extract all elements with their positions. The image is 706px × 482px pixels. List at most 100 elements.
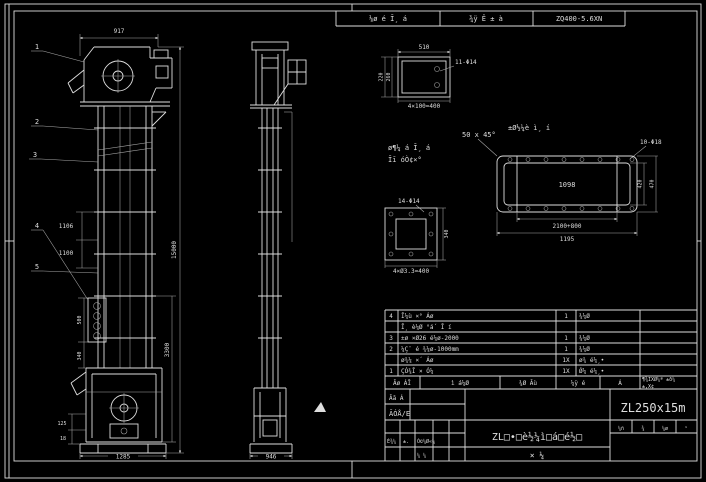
row4-name: ¼Ç¨ é ¾¼ø-1000mm: [401, 346, 459, 353]
parts-row-2: Ī¸ è¼Ø °á´ Ī í: [401, 324, 452, 331]
detail-channel: 11-Φ14 510 260 220 4×100=400 ø¶¼ á Ī¸ á …: [379, 44, 478, 164]
title-note-top-1: ¶¾ĪXØ¼ª ±ð¼: [642, 376, 675, 383]
title-rev-1: È¾¼: [387, 437, 396, 445]
drawing-frame: [4, 3, 702, 479]
title-rev-2: ±.: [403, 439, 409, 445]
row3-qty: 1: [564, 335, 568, 342]
dim-boot-small-a: 125: [57, 421, 66, 427]
row2-name: Ī¸ è¼Ø °á´ Ī í: [401, 324, 452, 331]
row6-name: ÇÓ¾Ī × Ó¼: [401, 368, 434, 375]
front-view-casing: [87, 106, 167, 368]
balloon-2: 2: [35, 118, 39, 126]
plate-dim-width-outer: 470: [650, 179, 656, 188]
title-rev-3: Ó©¼Ø«¼: [417, 438, 435, 445]
plate-chamfer-note: 50 x 45°: [462, 131, 496, 139]
row3-material: ¾¼Ø: [579, 335, 590, 342]
channel-note-line2: Īī óÒ¢×°: [388, 155, 422, 164]
channel-hole-note: 11-Φ14: [455, 59, 477, 66]
row4-material: ¾¼Ø: [579, 346, 590, 353]
title-rev-4: ¼ ¼: [417, 453, 426, 459]
row6-material: Ǿ¼ é¼¸•: [579, 368, 604, 375]
row4-qty: 1: [564, 346, 568, 353]
side-view-dimensions: 946: [249, 453, 293, 461]
row3-no: 3: [389, 335, 393, 342]
title-sig-2: ÃÓÅ/E: [389, 409, 410, 418]
top-title-bar: ⅛ø é Ī¸ á ¾ÿ Ê ± à ZQ400-5.6ΧΝ: [335, 11, 626, 27]
section-mark: [314, 402, 326, 412]
title-note-top-2: ±,X¢: [642, 384, 654, 390]
header-c5: Á: [618, 380, 622, 387]
dim-boot-small-b: 18: [60, 436, 66, 442]
dim-head-width: 917: [114, 28, 125, 35]
dim-left-upper: 1106: [59, 223, 74, 230]
front-view-dimensions: 917 15000 3300 1106 1100 500 340: [57, 28, 184, 461]
dim-side-base-width: 946: [266, 454, 277, 461]
dim-left-lower: 1100: [59, 250, 74, 257]
parts-row-4: 2 ¼Ç¨ é ¾¼ø-1000mm 1 ¾¼Ø: [389, 346, 590, 353]
parts-row-1: 4 Ī¼ù ×° Áø 1 ¾¼Ø: [389, 313, 590, 320]
parts-row-5: ø¾¼ ×´ Áø 1X ø¾ é¼¸•: [401, 357, 604, 364]
plate-dim-span: 2100+800: [553, 223, 582, 230]
drawing-type-label: × ¼: [530, 451, 545, 460]
row1-no: 4: [389, 313, 393, 320]
row5-name: ø¾¼ ×´ Áø: [401, 357, 434, 364]
side-view-head: [250, 41, 307, 109]
channel-dim-left-inner: 260: [386, 72, 392, 81]
title-block: Āā Á ÃÓÅ/E ZL250x15m È¾¼ ±. Ó©¼Ø«¼ ¼ ¼ Z…: [385, 389, 697, 461]
balloon-3: 3: [33, 151, 37, 159]
row1-name: Ī¼ù ×° Áø: [401, 313, 434, 320]
channel-dim-bottom: 4×100=400: [408, 103, 441, 110]
row5-material: ø¾ é¼¸•: [579, 357, 604, 364]
title-mini-3: ¼ø: [662, 426, 668, 432]
dim-lower-section: 340: [77, 351, 83, 360]
side-view: 946: [249, 41, 307, 461]
detail-flange: 14-Φ14 340 4×Ø3.3=400: [384, 198, 450, 275]
title-sig-1: Āā Á: [389, 395, 404, 402]
channel-dim-width: 510: [419, 44, 430, 51]
dim-bucket-section: 500: [77, 315, 83, 324]
balloon-4: 4: [35, 222, 39, 230]
title-mini-1: ¼ñ: [618, 426, 624, 432]
drawing-name: ZL□•□è½¼ì□á□é½□: [492, 431, 582, 443]
drawing-number: ZL250x15m: [620, 401, 685, 415]
header-c2: ì á¼Ø: [451, 380, 469, 387]
plate-label: ±Ø½¼è ì¸ í: [508, 124, 550, 132]
flange-dim-height: 340: [444, 229, 450, 238]
front-view-head: [67, 46, 173, 107]
row4-no: 2: [389, 346, 393, 353]
side-view-boot: [249, 387, 293, 454]
header-c4: ¼ÿ é: [571, 380, 586, 387]
front-view-boot: [70, 367, 167, 454]
plate-dim-inner: 1098: [559, 181, 576, 189]
row5-qty: 1X: [562, 357, 570, 364]
front-view-balloons: 1 2 3 4 5: [29, 43, 99, 301]
channel-dim-left-outer: 220: [379, 72, 385, 81]
row3-name: ±ø ×Ø26 é¼ø-2000: [401, 335, 459, 342]
title-mini-4: ¹: [684, 426, 687, 432]
parts-list: 4 Ī¼ù ×° Áø 1 ¾¼Ø Ī¸ è¼Ø °á´ Ī í 3 ±ø ×Ø…: [384, 309, 697, 461]
row1-material: ¾¼Ø: [579, 313, 590, 320]
side-view-casing: [258, 108, 293, 388]
parts-row-6: 1 ÇÓ¾Ī × Ó¼ 1X Ǿ¼ é¼¸•: [389, 368, 604, 375]
dim-base-width: 1285: [116, 454, 131, 461]
row1-qty: 1: [564, 313, 568, 320]
top-bar-cell-2: ¾ÿ Ê ± à: [469, 14, 503, 23]
balloon-5: 5: [35, 263, 39, 271]
front-view: 917 15000 3300 1106 1100 500 340: [29, 28, 184, 461]
dim-total-height: 15000: [171, 241, 178, 259]
top-bar-cell-3: ZQ400-5.6ΧΝ: [556, 15, 602, 23]
channel-note-line1: ø¶¼ á Ī¸ á: [388, 143, 430, 152]
plate-hole-note: 10-Φ18: [640, 139, 662, 146]
flange-dim-bottom: 4×Ø3.3=400: [393, 268, 430, 275]
top-bar-cell-1: ⅛ø é Ī¸ á: [369, 14, 407, 23]
header-c3: ¾Ø Āù: [519, 380, 537, 387]
title-mini-2: ¾: [641, 426, 644, 432]
balloon-1: 1: [35, 43, 39, 51]
parts-row-3: 3 ±ø ×Ø26 é¼ø-2000 1 ¾¼Ø: [389, 335, 590, 342]
detail-plate: ±Ø½¼è ì¸ í 50 x 45° 10-Φ18 1098 2100+800…: [462, 124, 662, 243]
plate-dim-width-inner: 420: [638, 179, 644, 188]
row6-no: 1: [389, 368, 393, 375]
header-c1: Āø ÁĪ: [393, 380, 411, 387]
